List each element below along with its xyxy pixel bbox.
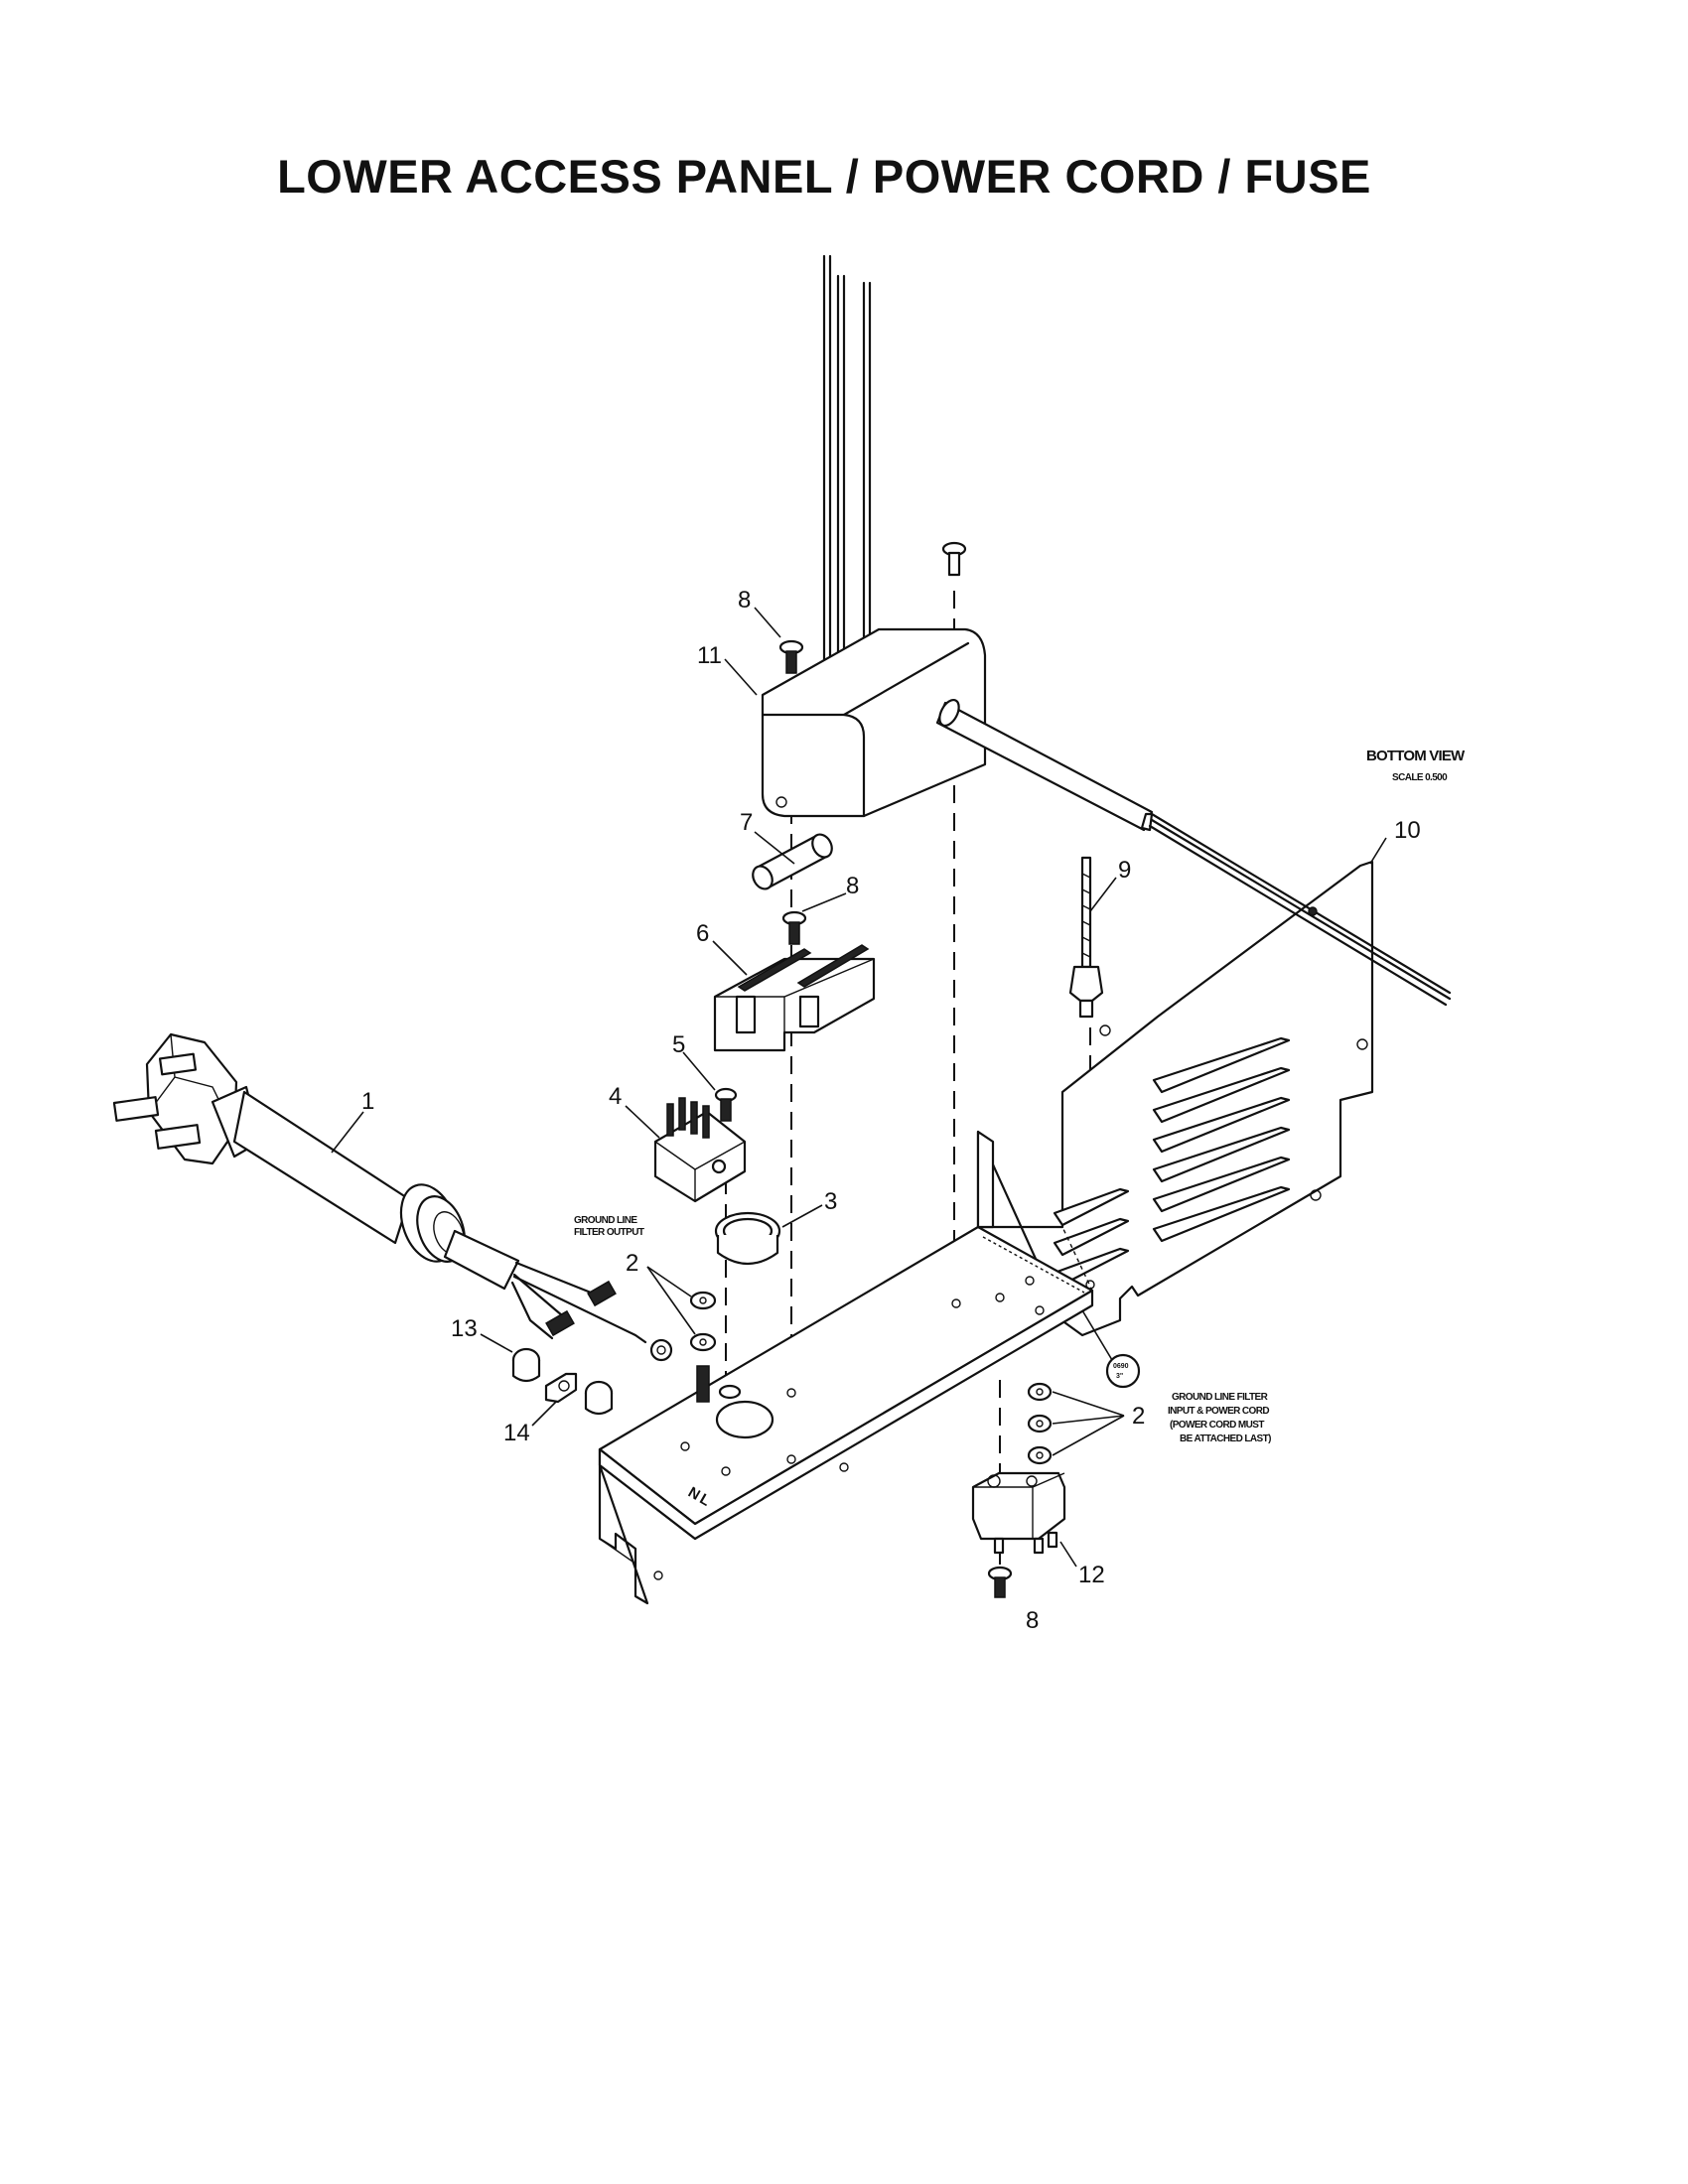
screw-fuse-holder [781, 910, 807, 945]
nuts-left [689, 1291, 742, 1403]
note-ground-output-1: GROUND LINE [574, 1215, 637, 1226]
screw-terminal-block [714, 1087, 738, 1122]
scale-label: SCALE 0.500 [1392, 772, 1448, 783]
louver-vents [1053, 1036, 1291, 1287]
callout-2-right: 2 [1132, 1403, 1145, 1430]
callout-11: 11 [697, 642, 722, 669]
line-filter-box [761, 254, 1452, 1007]
ground-clip [544, 1372, 578, 1404]
nut-13-left [511, 1347, 541, 1383]
callout-10: 10 [1394, 817, 1421, 844]
callout-1: 1 [361, 1088, 374, 1115]
power-cord-plug [112, 1032, 262, 1165]
screw-top-right [941, 541, 967, 577]
callout-6: 6 [696, 920, 709, 947]
terminal-block [653, 1097, 747, 1203]
note-ground-input-4: BE ATTACHED LAST) [1180, 1433, 1271, 1444]
cable-tie [1068, 856, 1104, 1019]
note-ground-input-3: (POWER CORD MUST [1170, 1420, 1264, 1431]
callout-5: 5 [672, 1031, 685, 1058]
page-title: LOWER ACCESS PANEL / POWER CORD / FUSE [277, 150, 1371, 203]
detail-ref-1: 0690 [1113, 1363, 1129, 1370]
callout-8-middle: 8 [846, 873, 859, 899]
bushing-grommet [714, 1211, 781, 1265]
nut-13-right [584, 1380, 614, 1416]
power-cord-cable [232, 1090, 673, 1362]
callout-12: 12 [1078, 1562, 1105, 1588]
lower-access-panel: N L [598, 860, 1374, 1605]
note-ground-input-1: GROUND LINE FILTER [1172, 1392, 1269, 1403]
nuts-right [1027, 1382, 1053, 1465]
fuse-holder [713, 944, 876, 1052]
note-ground-output-2: FILTER OUTPUT [574, 1227, 644, 1238]
callout-14: 14 [503, 1420, 530, 1446]
callout-8-bottom: 8 [1026, 1607, 1039, 1634]
screw-bottom [987, 1566, 1013, 1598]
note-ground-input-2: INPUT & POWER CORD [1168, 1406, 1269, 1417]
bottom-view-label: BOTTOM VIEW [1366, 748, 1466, 764]
callout-9: 9 [1118, 857, 1131, 884]
filter-switch-block [971, 1471, 1066, 1555]
callout-3: 3 [824, 1188, 837, 1215]
detail-ref-2: 3" [1116, 1373, 1123, 1380]
callout-4: 4 [609, 1083, 622, 1110]
callout-7: 7 [740, 809, 753, 836]
screw-top-left [778, 639, 804, 674]
callout-2-left: 2 [626, 1250, 638, 1277]
callout-8-top: 8 [738, 587, 751, 614]
callout-13: 13 [451, 1315, 478, 1342]
